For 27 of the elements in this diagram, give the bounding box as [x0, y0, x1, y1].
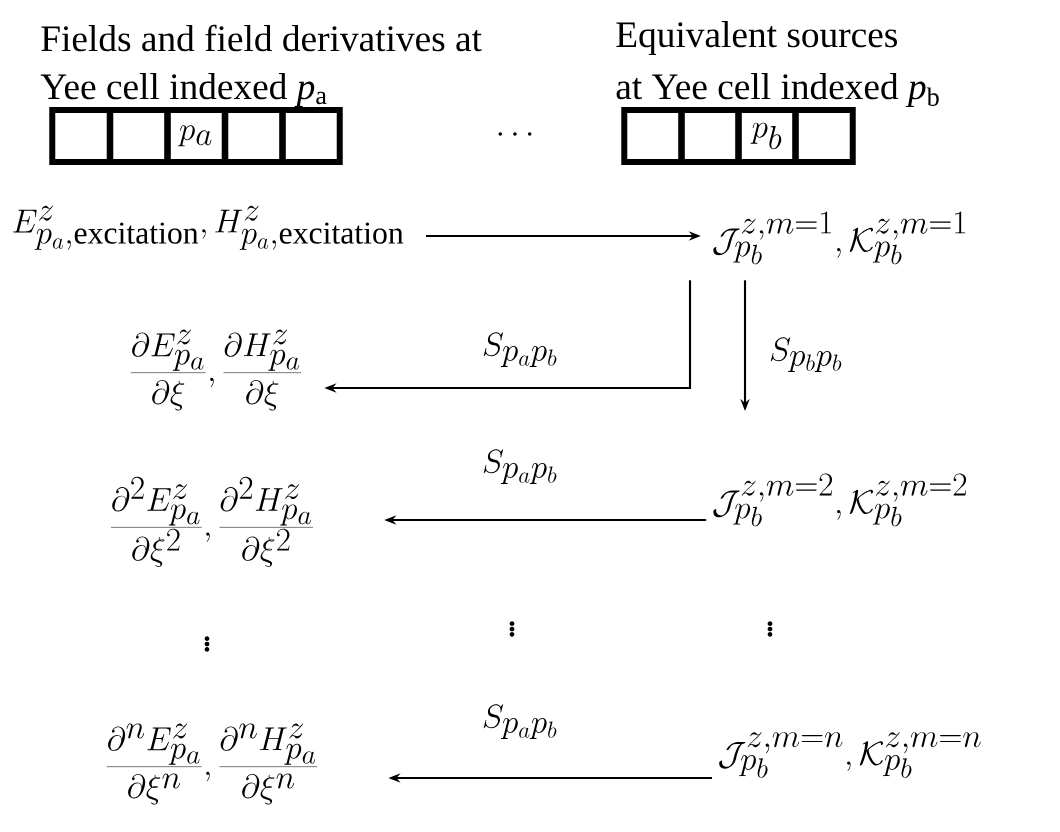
formula: $\mathcal{J}^{z,m=1}_{p_b}, \mathcal{K}^{z,m=1}_{p_b}$: [713, 211, 966, 265]
grid-cell: [678, 107, 742, 165]
formula: $E^{z}_{p_a,\mathrm{excitation}}, H^{z}_{p_a,\mathrm{excitation}}$: [13, 205, 404, 250]
formula: $\mathcal{J}^{z,m=n}_{p_b}, \mathcal{K}^{z,m=n}_{p_b}$: [719, 732, 981, 778]
edge-label: $S_{p_a p_b}$: [480, 703, 560, 741]
heading-text: Yee cell indexed p$_{a}$: [40, 73, 327, 107]
formula: $\mathcal{J}^{z,m=2}_{p_b}, \mathcal{K}^{z,m=2}_{p_b}$: [713, 473, 967, 527]
edge-label: $S_{p_a p_b}$: [480, 331, 560, 369]
grid-cell: [222, 107, 286, 165]
grid-cell: $p_a$: [164, 107, 228, 165]
vertical-ellipsis: $\vdots$: [204, 636, 210, 652]
heading-text: Fields and field derivatives at: [41, 24, 482, 52]
grid-cell: $p_b$: [735, 107, 799, 165]
derivative-formula: $\frac{\partial^n E^{z}_{p_a}}{\partial \xi^n}, \frac{\partial^n H^{z}_{p_a}}{\partial \xi^n}$: [106, 723, 318, 805]
edge-label: $S_{p_a p_b}$: [480, 448, 560, 486]
grid-cell: [621, 107, 685, 165]
vertical-ellipsis: $\vdots$: [767, 621, 773, 637]
ellipsis: $\cdots$: [498, 132, 532, 136]
grid-cell: [279, 107, 343, 165]
grid-cell: [792, 107, 856, 165]
heading-text: at Yee cell indexed p$_{b}$: [616, 73, 939, 107]
heading-text: Equivalent sources: [616, 21, 897, 55]
derivative-formula: $\frac{\partial E^{z}_{p_a}}{\partial \xi}, \frac{\partial H^{z}_{p_a}}{\partial \xi}$: [130, 329, 302, 411]
grid-cell: [107, 107, 171, 165]
edge-label: $S_{p_b p_b}$: [767, 336, 845, 374]
derivative-formula: $\frac{\partial^2 E^{z}_{p_a}}{\partial \xi^2}, \frac{\partial^2 H^{z}_{p_a}}{\partial \xi^2}$: [110, 476, 314, 567]
vertical-ellipsis: $\vdots$: [509, 621, 515, 637]
